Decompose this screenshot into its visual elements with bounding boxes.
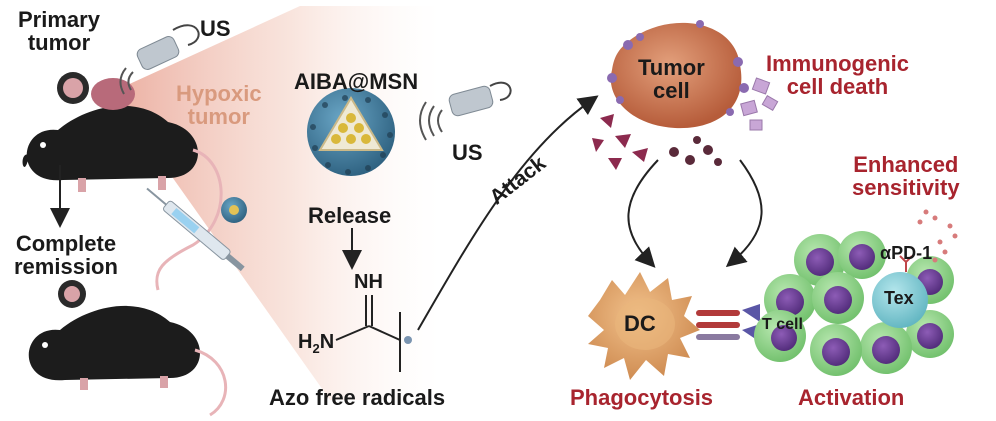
arrow-to-tcell bbox=[725, 159, 763, 268]
calreticulin-cubes bbox=[740, 77, 779, 131]
mouse-icon-top bbox=[22, 72, 223, 291]
exhausted-t-cell-icon bbox=[872, 272, 928, 328]
label-us-right: US bbox=[452, 140, 483, 165]
attack-arrow bbox=[417, 95, 599, 331]
label-h2n: H2N bbox=[298, 331, 335, 356]
label-apd1: αPD-1 bbox=[880, 243, 933, 263]
label-phagocytosis: Phagocytosis bbox=[570, 385, 714, 410]
label-aiba-msn: AIBA@MSN bbox=[294, 69, 419, 94]
azo-radical-structure bbox=[335, 295, 401, 372]
dendritic-cell-icon bbox=[588, 272, 700, 380]
label-t-cell: T cell bbox=[762, 316, 803, 333]
released-antigens bbox=[669, 136, 722, 166]
label-us-top: US bbox=[200, 16, 231, 41]
t-cell-cluster bbox=[754, 231, 954, 376]
tumor-cell-icon bbox=[607, 20, 749, 129]
damp-signals bbox=[592, 114, 648, 170]
label-tex: Tex bbox=[884, 288, 914, 308]
label-release: Release bbox=[308, 203, 392, 228]
label-nh: NH bbox=[354, 271, 383, 293]
nanoparticle-icon bbox=[307, 88, 395, 176]
syringe-icon bbox=[146, 187, 245, 272]
receptor-interaction bbox=[696, 304, 760, 342]
apd1-dots bbox=[917, 209, 958, 263]
arrow-to-dc bbox=[627, 159, 659, 268]
radical-dot bbox=[404, 336, 412, 344]
ultrasound-probe-top bbox=[119, 24, 200, 95]
apd1-antibody-icon bbox=[899, 255, 913, 272]
mouse-icon-bottom bbox=[28, 280, 227, 417]
label-azo-free-radicals: Azo free radicals bbox=[269, 385, 446, 410]
label-dc: DC bbox=[624, 311, 656, 336]
ultrasound-probe-right bbox=[419, 81, 512, 141]
label-activation: Activation bbox=[798, 385, 905, 410]
